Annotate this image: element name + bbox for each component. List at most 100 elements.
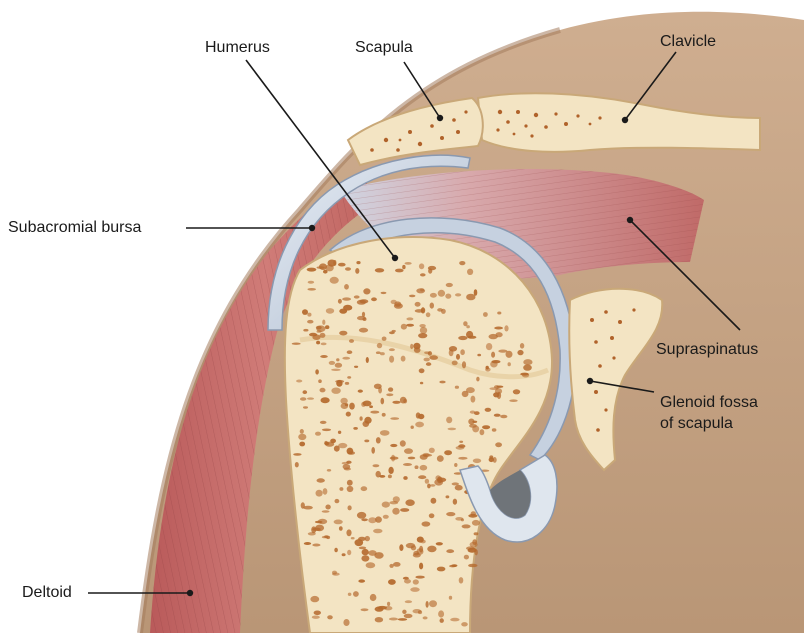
bone-pore [419,563,423,570]
bone-pore [429,600,437,607]
bone-pore [366,562,376,568]
bone-pore [415,576,424,579]
bone-pore [353,591,359,597]
bone-pore [455,485,463,491]
bone-pore [392,401,400,404]
bone-pore [424,358,430,362]
bone-pore [329,361,335,365]
bone-pore [333,260,336,266]
bone-pore [373,464,380,467]
bone-pore [452,361,458,366]
bone-pore [427,484,431,489]
label-scapula: Scapula [355,38,413,58]
bone-pore [387,602,390,606]
bone-pore [472,425,479,432]
bone-pore [317,478,325,482]
bone-pore [390,417,399,420]
bone-pore [402,265,405,269]
bone-pore [406,324,414,327]
bone-pore [371,297,377,301]
bone-pore [381,292,387,294]
bone-pore [358,579,365,582]
bone-pore [346,412,351,417]
bone-pore [495,442,502,447]
bone-pore [415,465,419,469]
bone-pore [320,355,328,358]
bone-pore [362,312,365,317]
bone-pore [347,376,351,379]
bone-pore [346,529,351,536]
bone-pore [302,309,308,315]
bone-pore [354,295,360,298]
bone-pore [486,366,489,370]
bone-pore [415,302,421,307]
bone-pore [404,579,411,584]
bone-pore [458,444,465,448]
bone-pore [522,373,529,378]
bone-pore [368,517,376,523]
bone-pore [430,293,437,298]
bone-pore [410,344,413,349]
bone-pore [455,293,461,296]
bone-pore [320,333,326,338]
bone-pore [508,362,511,366]
bone-pore [343,464,351,469]
bone-pore [338,299,342,304]
bone-pore [339,487,343,491]
bone-pore [348,505,352,510]
bone-pore [312,528,321,531]
bone-pore [431,498,437,504]
bone-pore [386,393,393,396]
bone-pore [347,350,353,354]
bone-pore [393,496,400,502]
bone-pore [339,526,343,531]
bone-pore [388,387,393,391]
bone-pore [307,288,316,291]
bone-pore [382,337,387,341]
bone-pore [375,617,383,622]
bone-pore [380,430,390,436]
bone-pore [480,429,485,435]
bone-pore [429,448,435,453]
label-glenoid-fossa: Glenoid fossa of scapula [660,392,758,434]
bone-pore [409,295,415,298]
label-subacromial-bursa: Subacromial bursa [8,218,141,238]
bone-pore [321,397,330,403]
bone-pore [403,577,409,580]
bone-pore [400,508,409,512]
bone-pore [430,303,434,309]
bone-pore [303,329,308,332]
bone-pore [497,312,501,315]
bone-pore [470,411,476,414]
bone-pore [296,380,302,383]
bone-pore [376,351,381,354]
bone-pore [322,510,330,512]
bone-pore [343,619,349,626]
bone-pore [389,618,398,621]
bone-pore [466,325,470,328]
bone-pore [428,351,432,356]
bone-pore [423,616,428,619]
bone-pore [414,347,421,353]
bone-pore [392,330,396,332]
bone-pore [349,403,355,410]
bone-pore [335,380,344,383]
bone-pore [449,565,456,568]
bone-pore [459,441,463,443]
bone-pore [309,333,317,337]
bone-pore [426,601,429,608]
bone-pore [456,354,460,360]
bone-pore [314,611,321,616]
bone-pore [472,520,480,526]
bone-pore [401,356,406,362]
bone-pore [453,499,457,505]
bone-pore [301,502,305,508]
bone-pore [492,360,501,363]
bone-pore [300,429,304,434]
bone-pore [322,320,325,325]
bone-pore [315,432,321,436]
bone-pore [338,263,346,267]
bone-pore [473,459,481,464]
bone-pore [295,462,299,467]
bone-pore [366,357,369,363]
